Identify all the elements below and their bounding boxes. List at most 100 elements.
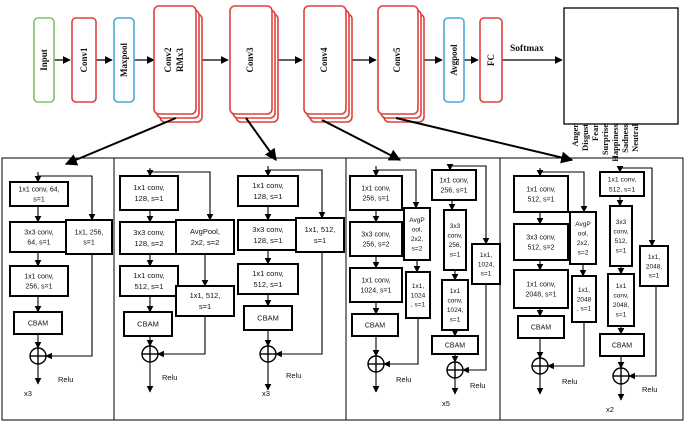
b7-conv-3x3-text: conv, xyxy=(613,229,628,236)
maxpool-label: Maxpool xyxy=(119,43,129,78)
b5-conv-1x1-a-text: 256, s=1 xyxy=(440,188,467,195)
b6-avgpool-text: AvgP xyxy=(575,221,590,228)
b4-avgpool-text: 2x2, xyxy=(411,236,423,243)
b3-conv-1x1-c xyxy=(237,263,299,295)
b1-conv-1x1-c-text: 256, s=1 xyxy=(25,284,52,291)
b4-conv-1x1-a xyxy=(349,175,403,211)
b1-cbam-text: CBAM xyxy=(28,320,48,327)
conv3-label: Conv3 xyxy=(245,47,255,73)
b7-conv-1x1-a xyxy=(599,171,645,197)
conv4-stack xyxy=(303,5,347,115)
output-class-anger: Anger xyxy=(570,124,580,147)
b4-avgpool-text: ool, xyxy=(412,227,423,234)
b4-conv-3x3 xyxy=(349,221,403,257)
b3-shortcut-text: s=1 xyxy=(314,236,326,245)
b2-conv-1x1-a xyxy=(119,175,179,211)
b2-cbam-text: CBAM xyxy=(137,320,159,329)
b5-conv-3x3-text: s=1 xyxy=(450,251,461,258)
b5-shortcut-text: 1024, xyxy=(478,261,494,268)
b6-conv-1x1-c-text: 1x1 conv, xyxy=(526,281,555,288)
b7-conv-1x1-a-text: 512, s=1 xyxy=(609,186,635,193)
b3-cbam-text: CBAM xyxy=(257,314,279,323)
b7-repeat-label: x2 xyxy=(606,405,614,414)
b7-conv-3x3 xyxy=(609,205,633,267)
b5-conv-3x3-text: 3x3 xyxy=(450,223,461,230)
b2-conv-1x1-c xyxy=(119,265,179,297)
b7-conv-3x3-text: 512, xyxy=(615,238,628,245)
b3-shortcut xyxy=(295,217,345,253)
b6-shortcut-text: 1x1, xyxy=(578,287,590,294)
fc-box xyxy=(479,17,503,103)
b4-relu-label: Relu xyxy=(396,375,411,384)
b6-avgpool-text: ool, xyxy=(578,231,589,238)
conv2-stack xyxy=(153,5,197,115)
b4-cbam xyxy=(351,313,399,337)
b5-conv-3x3-text: 256, xyxy=(449,242,462,249)
b2-conv-1x1-c-text: 1x1 conv, xyxy=(133,271,165,280)
b5-cbam-text: CBAM xyxy=(445,342,465,349)
output-class-neutral: Neutral xyxy=(630,123,640,151)
b5-conv-1x1-c-text: 1x1 xyxy=(450,288,461,295)
b1-shortcut-text: s=1 xyxy=(83,240,95,247)
b2-shortcut xyxy=(175,285,235,317)
b5-shortcut-text: s=1 xyxy=(481,271,492,278)
b3-conv-1x1-c-text: 512, s=1 xyxy=(254,280,283,289)
b1-conv-3x3-text: 64, s=1 xyxy=(27,240,50,247)
b6-shortcut-text: , s=1 xyxy=(577,306,592,313)
b4-conv-1x1-c-text: 1024, s=1 xyxy=(361,288,392,295)
b1-repeat-label: x3 xyxy=(24,389,32,398)
b5-conv-1x1-a xyxy=(431,169,477,201)
output-class-happiness: Happiness xyxy=(610,123,620,161)
b1-shortcut-text: 1x1, 256, xyxy=(75,229,104,236)
input-box xyxy=(33,17,55,103)
b3-conv-3x3-text: 3x3 conv, xyxy=(252,225,284,234)
b4-cbam-text: CBAM xyxy=(365,322,385,329)
b2-avgpool-text: AvgPool, xyxy=(190,227,220,236)
b6-avgpool-text: 2x2, xyxy=(577,240,589,247)
b7-cbam xyxy=(599,333,645,357)
b1-conv-3x3 xyxy=(9,221,69,253)
top-pipeline: Input Conv1 Maxpool Conv2 RMx3 Conv3 Con… xyxy=(33,5,679,166)
b6-shortcut xyxy=(571,275,597,323)
output-class-surprise: Surprise xyxy=(600,124,610,155)
conv5-label: Conv5 xyxy=(392,47,402,73)
b5-shortcut xyxy=(471,243,501,285)
fc-label: FC xyxy=(486,54,496,66)
b4-shortcut-text: , s=1 xyxy=(411,302,426,309)
b5-conv-1x1-a-text: 1x1 conv, xyxy=(439,177,468,184)
b6-shortcut-text: 2048 xyxy=(577,296,592,303)
b5-conv-3x3 xyxy=(443,209,467,271)
b3-relu-label: Relu xyxy=(286,371,301,380)
b1-conv-1x1-a xyxy=(9,181,69,207)
b3-shortcut-text: 1x1, 512, xyxy=(305,225,336,234)
maxpool-box xyxy=(113,17,135,103)
b1-conv-1x1-c-text: 1x1 conv, xyxy=(24,273,53,280)
b7-conv-1x1-c-text: conv, xyxy=(613,293,628,300)
output-class-disgust: Disgust xyxy=(580,124,590,151)
b6-conv-3x3 xyxy=(513,223,569,261)
b2-shortcut-text: s=1 xyxy=(199,302,211,311)
conv2-label: Conv2 xyxy=(163,47,173,73)
b3-conv-1x1-a-text: 1x1 conv, xyxy=(252,181,284,190)
b6-conv-3x3-text: 3x3 conv, xyxy=(526,234,555,241)
b6-conv-1x1-a-text: 1x1 conv, xyxy=(526,186,555,193)
b7-conv-3x3-text: 3x3 xyxy=(616,219,627,226)
b7-conv-1x1-c-text: 1x1 xyxy=(616,283,627,290)
b4-conv-1x1-a-text: 1x1 conv, xyxy=(361,185,390,192)
b5-conv-1x1-c-text: conv, xyxy=(447,298,462,305)
b7-cbam-text: CBAM xyxy=(612,342,632,349)
b1-conv-3x3-text: 3x3 conv, xyxy=(24,229,53,236)
b1-shortcut xyxy=(65,219,113,255)
b1-conv-1x1-a-text: 1x1 conv, 64, xyxy=(18,186,59,193)
b2-relu-label: Relu xyxy=(162,373,177,382)
detail-panel-frame xyxy=(1,157,684,421)
b3-conv-1x1-a xyxy=(237,175,299,207)
conv2-sub-label: RMx3 xyxy=(175,48,185,72)
b5-conv-1x1-c xyxy=(441,279,469,331)
b4-conv-1x1-c xyxy=(349,267,403,303)
b6-avgpool-text: s=2 xyxy=(578,249,589,256)
softmax-label: Softmax xyxy=(510,44,544,54)
b7-conv-1x1-c-text: 2048, xyxy=(613,302,629,309)
